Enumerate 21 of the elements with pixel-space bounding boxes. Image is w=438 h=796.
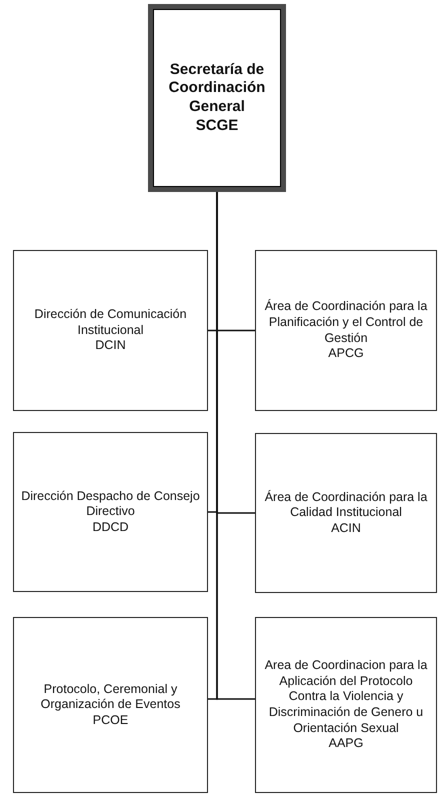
org-box (255, 250, 437, 411)
unit-name: Área de Coordinación para la Calidad Institucional (264, 490, 428, 521)
unit-name: Dirección de Comunicación Institucional (33, 307, 188, 338)
unit-acronym: DDCD (92, 520, 129, 536)
unit-acronym: ACIN (331, 520, 361, 536)
unit-name: Área de Coordinación para la Planificación y el Control de Gestión (264, 299, 428, 346)
org-box (255, 433, 437, 593)
unit-name: Dirección Despacho de Consejo Directivo (20, 488, 201, 520)
unit-acronym: PCOE (92, 712, 128, 728)
unit-acronym: SCGE (196, 116, 238, 136)
unit-name: Protocolo, Ceremonial y Organización de Eventos (40, 682, 182, 713)
org-box (148, 4, 286, 192)
org-box (255, 617, 437, 793)
org-box (13, 432, 208, 592)
unit-acronym: AAPG (328, 736, 364, 752)
unit-acronym: APCG (328, 346, 364, 362)
unit-acronym: DCIN (95, 338, 126, 354)
org-box (13, 617, 208, 793)
unit-name: Secretaría de Coordinación General (168, 60, 266, 117)
unit-name: Area de Coordinacion para la Aplicación del Protocolo Contra la Violencia y Discriminación de Genero u Orientación Sexual (264, 658, 428, 736)
org-box (13, 250, 208, 411)
